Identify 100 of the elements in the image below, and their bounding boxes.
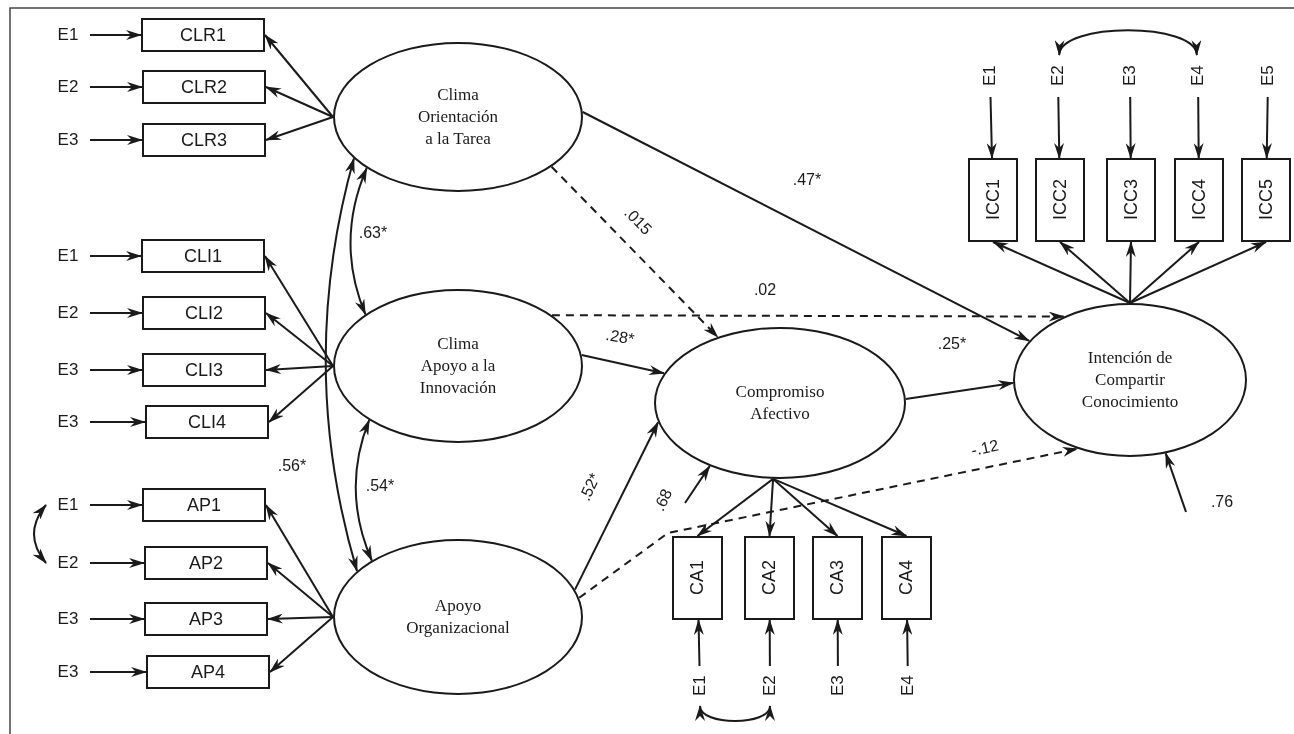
path-arrow — [696, 477, 775, 537]
error-term-label: E2 — [1047, 61, 1069, 91]
path-arrow — [832, 619, 843, 667]
indicator-box — [141, 239, 265, 273]
path-arrow — [89, 251, 142, 261]
indicator-name: ICC2 — [1049, 179, 1071, 221]
correlation-arrow — [349, 167, 368, 316]
indicator-box — [1174, 158, 1224, 242]
path-arrow — [264, 34, 334, 118]
path-arrow — [265, 312, 334, 367]
path-arrow — [772, 477, 908, 537]
indicator-box — [1035, 158, 1085, 242]
correlation-arrow — [1058, 29, 1198, 56]
indicator-name: CA2 — [759, 560, 780, 596]
path-arrow — [581, 111, 1031, 342]
path-arrow — [765, 477, 776, 537]
indicator-box — [146, 655, 270, 689]
path-arrow — [772, 477, 839, 537]
indicator-box — [142, 70, 266, 104]
indicator-name: ICC4 — [1188, 179, 1210, 221]
indicator-name: CLI3 — [185, 359, 223, 381]
path-arrow — [693, 619, 704, 667]
path-arrow — [1059, 241, 1131, 304]
correlation-arrow — [324, 157, 358, 573]
path-arrow — [1125, 96, 1136, 159]
indicator-box — [1106, 158, 1156, 242]
path-arrow — [89, 82, 143, 92]
indicator-name: AP3 — [189, 608, 223, 630]
path-arrow — [89, 30, 142, 40]
variable-name: Apoyo Organizacional — [405, 594, 511, 639]
path-arrow — [1125, 241, 1136, 304]
indicator-name: CA3 — [827, 560, 848, 596]
error-term-label: E2 — [52, 76, 84, 98]
indicator-name: CLR3 — [181, 129, 227, 151]
path-arrow — [89, 558, 145, 568]
path-arrow — [764, 619, 775, 667]
error-term-label: E3 — [52, 129, 84, 151]
indicator-box — [744, 536, 795, 620]
error-term-label: E3 — [1119, 61, 1141, 91]
variable-name: Intención de Compartir Conocimiento — [1080, 346, 1180, 414]
indicator-name: CLI2 — [185, 302, 223, 324]
path-arrow — [89, 500, 143, 510]
error-term-label: E3 — [52, 608, 84, 630]
error-term-label: E2 — [52, 302, 84, 324]
indicator-name: ICC3 — [1120, 179, 1142, 221]
error-term-label: E5 — [1257, 61, 1279, 91]
error-term-label: E3 — [827, 672, 849, 700]
path-arrow — [268, 365, 334, 423]
correlation-arrow — [32, 504, 47, 564]
indicator-box — [144, 546, 268, 580]
error-term-label: E1 — [689, 672, 711, 700]
indicator-box — [142, 353, 266, 387]
path-arrow — [992, 241, 1131, 304]
path-arrow — [269, 616, 334, 673]
path-arrow — [89, 614, 145, 624]
path-arrow — [89, 417, 146, 427]
path-arrow — [89, 135, 143, 145]
indicator-box — [142, 123, 266, 157]
indicator-box — [1241, 158, 1291, 242]
path-arrow — [267, 562, 334, 618]
indicator-name: ICC1 — [982, 179, 1004, 221]
path-arrow — [1261, 96, 1272, 159]
path-arrow — [89, 365, 143, 375]
indicator-box — [968, 158, 1018, 242]
error-term-label: E1 — [979, 61, 1001, 91]
path-arrow — [264, 255, 334, 367]
error-term-label: E2 — [52, 552, 84, 574]
path-arrow — [89, 667, 147, 677]
path-arrow — [574, 421, 660, 591]
path-arrow — [1054, 96, 1065, 159]
indicator-name: CA1 — [687, 560, 708, 596]
variable-name: Compromiso Afectivo — [734, 380, 826, 425]
path-arrow — [265, 86, 334, 118]
indicator-name: AP2 — [189, 552, 223, 574]
error-term-label: E1 — [52, 245, 84, 267]
error-term-label: E2 — [759, 672, 781, 700]
indicator-box — [145, 405, 269, 439]
indicator-name: CLI1 — [184, 245, 222, 267]
error-term-label: E3 — [52, 359, 84, 381]
indicator-name: CLR2 — [181, 76, 227, 98]
path-arrow — [267, 613, 334, 624]
indicator-box — [672, 536, 723, 620]
indicator-box — [144, 602, 268, 636]
indicator-name: CA4 — [896, 560, 917, 596]
indicator-name: AP4 — [191, 661, 225, 683]
indicator-box — [142, 296, 266, 330]
path-arrow — [265, 364, 334, 375]
path-arrow — [902, 619, 913, 667]
disturbance-arrow — [684, 465, 711, 504]
path-arrow — [986, 96, 997, 159]
correlation-arrow — [354, 419, 373, 562]
error-term-label: E4 — [897, 672, 919, 700]
indicator-box — [141, 18, 265, 52]
indicator-name: CLR1 — [180, 24, 226, 46]
indicator-box — [812, 536, 863, 620]
path-arrow — [904, 380, 1015, 400]
indicator-name: CLI4 — [188, 411, 226, 433]
error-term-label: E1 — [52, 494, 84, 516]
error-term-label: E4 — [1187, 61, 1209, 91]
path-arrow — [550, 165, 719, 338]
